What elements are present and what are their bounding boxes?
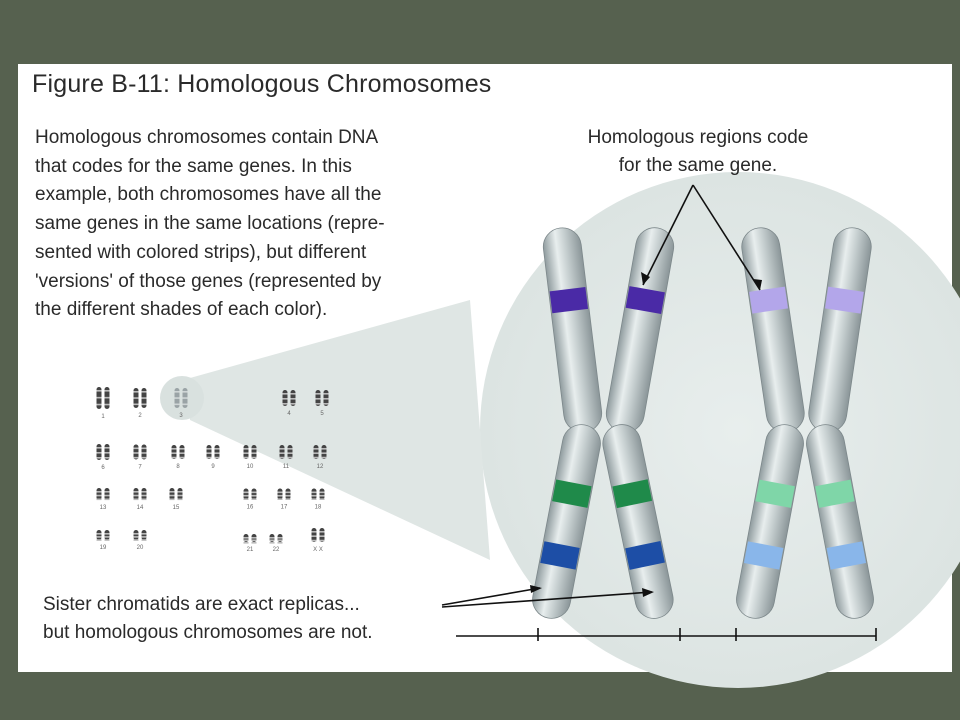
karyotype-label: 13	[100, 505, 107, 511]
karyotype-chromosome: 10	[243, 445, 257, 470]
karyotype-chromosome: X X	[311, 528, 325, 553]
karyotype-label: 11	[283, 464, 290, 470]
karyotype-label: 10	[247, 464, 254, 470]
karyotype-chromosome: 7	[133, 444, 147, 471]
gene-band	[625, 286, 665, 314]
karyotype-label: 14	[137, 505, 144, 511]
chromatid-left-upper-b	[605, 227, 675, 433]
gene-band	[749, 286, 789, 314]
karyotype-chromosome: 11	[279, 445, 293, 470]
karyotype-chromosome: 18	[311, 488, 325, 511]
sister-arrows	[441, 587, 653, 608]
arrowheads-bottom	[530, 585, 654, 597]
karyotype-chromosome: 4	[282, 390, 296, 417]
karyotype-chromosome: 3	[174, 388, 188, 419]
chromosome-pair	[532, 227, 874, 619]
figure-title: Figure B-11: Homologous Chromosomes	[32, 70, 492, 98]
karyotype-highlight	[160, 376, 204, 420]
karyotype-label: X X	[313, 547, 323, 553]
gene-band	[612, 479, 653, 509]
zoom-cone	[190, 300, 490, 560]
karyotype-label: 9	[211, 464, 215, 470]
karyotype-label: 16	[247, 505, 254, 511]
gene-band	[826, 541, 867, 570]
karyotype-label: 6	[101, 465, 105, 471]
karyotype-label: 8	[176, 464, 180, 470]
karyotype-label: 3	[179, 413, 183, 419]
chromatid-right-lower-a	[736, 424, 804, 619]
karyotype-chromosome: 13	[96, 488, 110, 511]
karyotype-label: 7	[138, 465, 142, 471]
homologous-not-label: but homologous chromosomes are not.	[43, 622, 373, 643]
karyotype-label: 20	[137, 545, 144, 551]
gene-band	[549, 287, 589, 314]
homologous-regions-label: Homologous regions code for the same gen…	[587, 127, 809, 176]
karyotype-chromosome: 9	[206, 445, 220, 470]
gene-band	[755, 479, 795, 508]
intro-text: Homologous chromosomes contain DNA that …	[35, 127, 385, 321]
karyotype-label: 21	[247, 547, 254, 553]
karyotype-chromosome: 1	[96, 387, 110, 420]
chromatid-right-upper-b	[808, 227, 872, 433]
karyotype-label: 12	[317, 464, 324, 470]
karyotype-label: 19	[100, 545, 107, 551]
karyotype-chromosome: 20	[133, 530, 147, 551]
karyotype-chromosome: 6	[96, 444, 110, 471]
chromatid-right-lower-b	[806, 424, 874, 619]
karyotype-chromosome: 2	[133, 388, 147, 419]
karyotype-label: 4	[287, 411, 291, 417]
sister-chromatids-label: Sister chromatids are exact replicas...	[43, 594, 360, 615]
gene-band	[625, 541, 665, 570]
arrowheads-top	[641, 272, 762, 290]
chromatid-left-lower-a	[532, 424, 601, 619]
karyotype-label: 2	[138, 413, 142, 419]
gene-band	[815, 479, 855, 508]
karyotype-label: 5	[320, 411, 324, 417]
karyotype-chromosome: 22	[269, 534, 283, 553]
karyotype-label: 22	[273, 547, 280, 553]
chromatid-right-upper-a	[741, 227, 805, 433]
karyotype-label: 1	[101, 414, 105, 420]
gene-band	[824, 286, 864, 314]
gene-band	[743, 541, 784, 570]
karyotype-chromosome: 5	[315, 390, 329, 417]
homologous-bracket	[456, 628, 877, 641]
karyotype-chromosome: 8	[171, 445, 185, 470]
karyotype-label: 15	[173, 505, 180, 511]
karyotype-chromosome: 15	[169, 488, 183, 511]
karyotype-chromosome: 14	[133, 488, 147, 511]
karyotype-chromosome: 16	[243, 488, 257, 511]
karyotype-label: 18	[315, 505, 322, 511]
homologous-arrows	[642, 184, 761, 291]
karyotype-chromosome: 12	[313, 445, 327, 470]
gene-band	[552, 479, 592, 508]
karyotype-chromosome: 21	[243, 534, 257, 553]
gene-band	[540, 541, 580, 570]
karyotype-chromosome: 19	[96, 530, 110, 551]
chromatid-left-lower-b	[602, 424, 674, 619]
karyotype-chromosome: 17	[277, 488, 291, 511]
karyotype-label: 17	[281, 505, 288, 511]
